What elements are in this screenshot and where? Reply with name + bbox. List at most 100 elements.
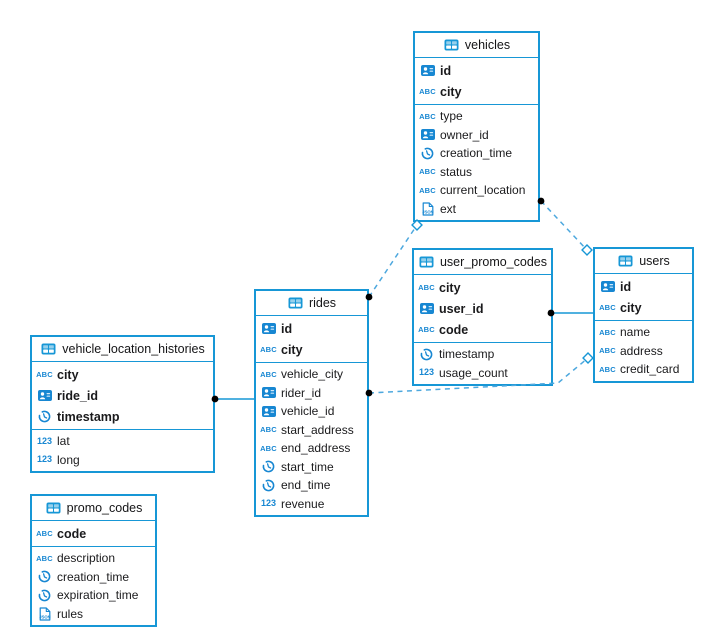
num-icon: 123 <box>260 498 277 509</box>
table-header[interactable]: users <box>595 249 692 274</box>
field-row-timestamp[interactable]: timestamp <box>414 345 551 364</box>
field-row-long[interactable]: 123 long <box>32 451 213 470</box>
user-id-icon <box>419 65 436 76</box>
user-id-icon <box>260 387 277 399</box>
table-header[interactable]: promo_codes <box>32 496 155 521</box>
field-row-timestamp[interactable]: timestamp <box>32 406 213 427</box>
field-row-creation_time[interactable]: creation_time <box>415 144 538 163</box>
field-row-expiration_time[interactable]: expiration_time <box>32 586 155 605</box>
abc-icon: ABC <box>419 167 436 176</box>
field-label: description <box>57 551 116 566</box>
field-label: creation_time <box>440 146 513 161</box>
table-title: users <box>639 254 670 268</box>
svg-text:JSON: JSON <box>39 614 50 619</box>
field-row-id[interactable]: id <box>415 60 538 81</box>
abc-icon: ABC <box>36 528 53 538</box>
field-label: address <box>620 343 663 358</box>
field-label: city <box>439 280 461 295</box>
field-label: city <box>281 342 303 357</box>
field-row-user_id[interactable]: user_id <box>414 298 551 319</box>
num-icon: 123 <box>36 454 53 465</box>
table-header[interactable]: rides <box>256 291 367 316</box>
field-label: end_time <box>281 478 331 493</box>
relation-vehicles-users[interactable] <box>537 197 593 256</box>
table-header[interactable]: vehicles <box>415 33 538 58</box>
field-label: city <box>620 300 642 315</box>
num-icon: 123 <box>36 435 53 446</box>
field-row-end_time[interactable]: end_time <box>256 476 367 495</box>
table-header[interactable]: vehicle_location_histories <box>32 337 213 362</box>
abc-icon: ABC <box>419 86 436 96</box>
field-row-rider_id[interactable]: rider_id <box>256 384 367 403</box>
field-row-owner_id[interactable]: owner_id <box>415 126 538 145</box>
field-row-description[interactable]: ABC description <box>32 549 155 568</box>
field-label: name <box>620 325 651 340</box>
field-row-ride_id[interactable]: ride_id <box>32 385 213 406</box>
field-row-start_time[interactable]: start_time <box>256 458 367 477</box>
abc-icon: ABC <box>260 425 277 434</box>
clock-icon <box>36 410 53 423</box>
field-row-city[interactable]: ABC city <box>32 364 213 385</box>
field-row-creation_time[interactable]: creation_time <box>32 568 155 587</box>
user-id-icon <box>260 405 277 417</box>
relation-vehicle_location_histories-rides[interactable] <box>211 395 254 403</box>
field-label: rules <box>57 606 84 621</box>
abc-icon: ABC <box>36 553 53 563</box>
field-label: usage_count <box>439 365 508 380</box>
field-row-id[interactable]: id <box>256 318 367 339</box>
relation-endpoint-diamond <box>582 352 594 364</box>
field-row-code[interactable]: ABC code <box>32 523 155 544</box>
table-title: rides <box>308 296 337 310</box>
clock-icon <box>419 147 436 160</box>
user-id-icon <box>260 323 277 334</box>
field-row-id[interactable]: id <box>595 276 692 297</box>
field-label: ride_id <box>57 388 98 403</box>
table-icon <box>45 502 62 514</box>
field-row-vehicle_id[interactable]: vehicle_id <box>256 402 367 421</box>
abc-icon: ABC <box>36 369 53 379</box>
clock-icon <box>260 479 277 492</box>
field-label: city <box>57 367 79 382</box>
abc-icon: ABC <box>418 282 435 292</box>
table-icon <box>443 39 460 51</box>
relation-user_promo_codes-users[interactable] <box>547 309 593 317</box>
field-label: long <box>57 452 80 467</box>
field-label: expiration_time <box>57 588 139 603</box>
field-label: code <box>57 526 87 541</box>
field-label: vehicle_id <box>281 404 335 419</box>
field-row-city[interactable]: ABC city <box>414 277 551 298</box>
json-icon: JSON <box>419 202 436 216</box>
svg-text:JSON: JSON <box>422 209 433 214</box>
field-row-rules[interactable]: JSON rules <box>32 605 155 624</box>
primary-key-section: ABC city ride_id timestamp <box>32 362 213 430</box>
table-header[interactable]: user_promo_codes <box>414 250 551 275</box>
